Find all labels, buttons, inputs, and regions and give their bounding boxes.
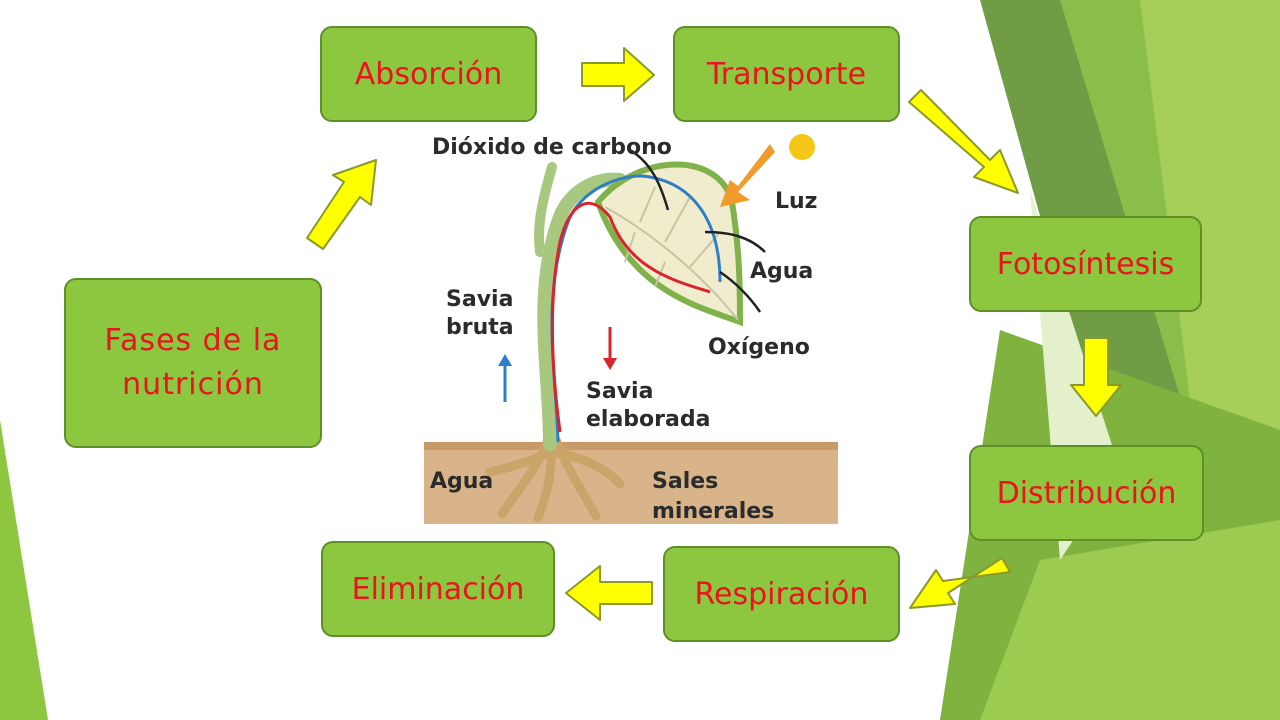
box-fotosintesis: Fotosíntesis (969, 216, 1202, 312)
box-absorcion: Absorción (320, 26, 537, 122)
phase-label-respiracion: Respiración (694, 576, 869, 612)
phase-label-fotosintesis: Fotosíntesis (996, 246, 1175, 282)
label-agua-bottom: Agua (430, 469, 493, 494)
box-distribucion: Distribución (969, 445, 1204, 541)
box-respiracion: Respiración (663, 546, 900, 642)
label-sales-1: Sales (652, 469, 718, 494)
arrow-respiracion-eliminacion (565, 565, 653, 621)
label-savia-elaborada-2: elaborada (586, 407, 710, 432)
box-fases-nutricion: Fases de la nutrición (64, 278, 322, 448)
arrow-absorcion-transporte (581, 47, 655, 102)
stem-tip (534, 162, 557, 257)
box-transporte: Transporte (673, 26, 900, 122)
center-label: Fases de la nutrición (104, 323, 282, 402)
savia-elaborada-arrowhead (603, 358, 617, 370)
arrow-fotosintesis-distribucion (1070, 337, 1122, 417)
stem (537, 172, 627, 451)
savia-elaborada-flow (550, 201, 711, 433)
label-savia-elaborada-1: Savia (586, 379, 653, 404)
phase-label-eliminacion: Eliminación (351, 571, 525, 607)
box-eliminacion: Eliminación (321, 541, 555, 637)
phase-label-distribucion: Distribución (996, 475, 1177, 511)
light-arrow (720, 144, 775, 207)
right-band-pale-2 (980, 520, 1280, 720)
label-agua-top: Agua (750, 259, 813, 284)
phase-label-transporte: Transporte (706, 56, 867, 92)
label-sales-2: minerales (652, 499, 774, 524)
label-oxigeno: Oxígeno (708, 335, 810, 360)
soil-top (424, 442, 838, 450)
arrow-transporte-fotosintesis (908, 89, 1019, 194)
label-co2: Dióxido de carbono (432, 135, 672, 160)
savia-bruta-arrowhead (498, 354, 512, 366)
plant-nutrition-illustration: Dióxido de carbono Luz Agua Oxígeno Savi… (420, 122, 840, 526)
arrow-fases-absorcion (306, 159, 377, 250)
arrow-distribucion-respiracion (909, 557, 1011, 609)
soil (424, 442, 838, 524)
phase-label-absorcion: Absorción (354, 56, 503, 92)
label-luz: Luz (775, 189, 818, 214)
label-savia-bruta-2: bruta (446, 315, 514, 340)
left-green-band (0, 420, 48, 720)
label-savia-bruta-1: Savia (446, 287, 513, 312)
gas-arrows (629, 148, 766, 313)
sun (789, 134, 815, 160)
